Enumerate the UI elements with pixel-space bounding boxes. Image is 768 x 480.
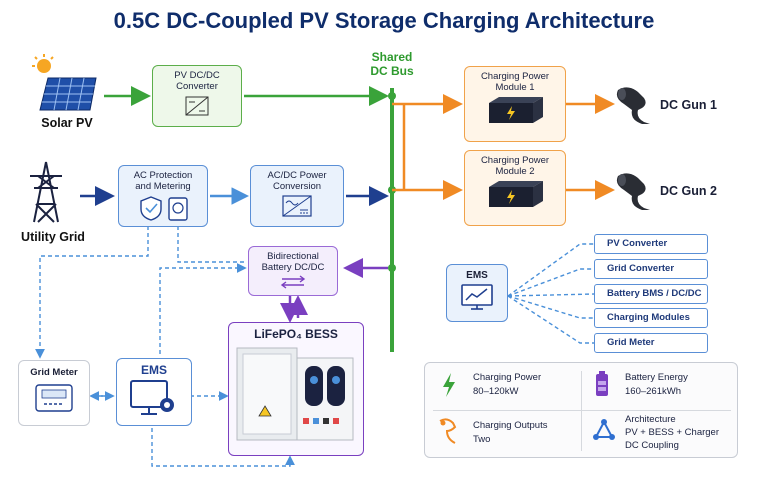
bidirectional-label: Bidirectional Battery DC/DC [261, 251, 325, 273]
spec-architecture-value2: DC Coupling [625, 440, 679, 451]
spec-charging-power-label: Charging Power [473, 372, 542, 383]
monitor-chart-icon [461, 284, 493, 310]
spec-charging-outputs-value: Two [473, 434, 491, 445]
dc-dc-symbol-icon [185, 96, 209, 116]
dc-bus-label-line2: DC Bus [370, 64, 414, 78]
charging-module-1-label: Charging Power Module 1 [480, 71, 550, 93]
ems-target-pv-converter: PV Converter [594, 234, 708, 254]
specs-panel: Charging Power 80–120kW Battery Energy 1… [424, 362, 738, 458]
bess-block: LiFePO₄ BESS [228, 322, 364, 456]
shield-meter-icon [140, 196, 188, 221]
power-module-icon [489, 97, 543, 123]
ems-panel-block: EMS [446, 264, 508, 322]
transmission-tower-icon [30, 161, 62, 223]
battery-cabinet-icon [236, 347, 354, 441]
battery-icon [596, 371, 608, 396]
architecture-icon [593, 419, 615, 440]
monitor-gear-icon [130, 380, 174, 415]
charging-plug-icon [439, 418, 457, 444]
ac-dc-symbol-icon [282, 195, 312, 217]
ems-target-charging-modules: Charging Modules [594, 308, 708, 328]
dc-gun-1-label: DC Gun 1 [660, 98, 717, 112]
ems-main-block: EMS [116, 358, 192, 426]
ems-main-label: EMS [140, 363, 167, 377]
charging-module-2-label: Charging Power Module 2 [480, 155, 550, 177]
charging-module-2: Charging Power Module 2 [464, 150, 566, 226]
meter-icon [35, 384, 73, 412]
pv-converter-label: PV DC/DC Converter [174, 70, 220, 92]
utility-grid-label: Utility Grid [21, 230, 85, 244]
dc-gun-icon [616, 173, 650, 210]
bess-label: LiFePO₄ BESS [254, 327, 338, 341]
acdc-conversion-block: AC/DC Power Conversion [250, 165, 344, 227]
spec-battery-energy-value: 160–261kWh [625, 386, 681, 397]
bidirectional-dcdc-block: Bidirectional Battery DC/DC [248, 246, 338, 296]
ems-target-grid-converter: Grid Converter [594, 259, 708, 279]
lightning-icon [443, 373, 455, 397]
spec-charging-outputs-label: Charging Outputs [473, 420, 548, 431]
spec-architecture-label: Architecture [625, 414, 676, 425]
grid-meter-block: Grid Meter [18, 360, 90, 426]
dc-gun-icon [616, 87, 650, 124]
charging-module-1: Charging Power Module 1 [464, 66, 566, 142]
page-title: 0.5C DC-Coupled PV Storage Charging Arch… [113, 8, 655, 33]
solar-panel-icon [32, 54, 97, 111]
solar-pv-label: Solar PV [41, 116, 93, 130]
spec-battery-energy-label: Battery Energy [625, 372, 688, 383]
spec-charging-power-value: 80–120kW [473, 386, 519, 397]
power-module-icon [489, 181, 543, 207]
ac-protection-block: AC Protection and Metering [118, 165, 208, 227]
ems-target-battery-bms: Battery BMS / DC/DC [594, 284, 708, 304]
ac-protection-label: AC Protection and Metering [133, 170, 193, 192]
ems-target-grid-meter: Grid Meter [594, 333, 708, 353]
dc-bus-label: Shared DC Bus [356, 50, 428, 78]
bidirectional-arrows-icon [280, 275, 306, 289]
dc-gun-2-label: DC Gun 2 [660, 184, 717, 198]
grid-meter-label: Grid Meter [30, 367, 78, 378]
spec-architecture-value1: PV + BESS + Charger [625, 427, 719, 438]
acdc-label: AC/DC Power Conversion [267, 170, 327, 192]
dc-bus-label-line1: Shared [371, 50, 413, 64]
pv-converter-block: PV DC/DC Converter [152, 65, 242, 127]
ems-panel-title: EMS [466, 270, 488, 281]
